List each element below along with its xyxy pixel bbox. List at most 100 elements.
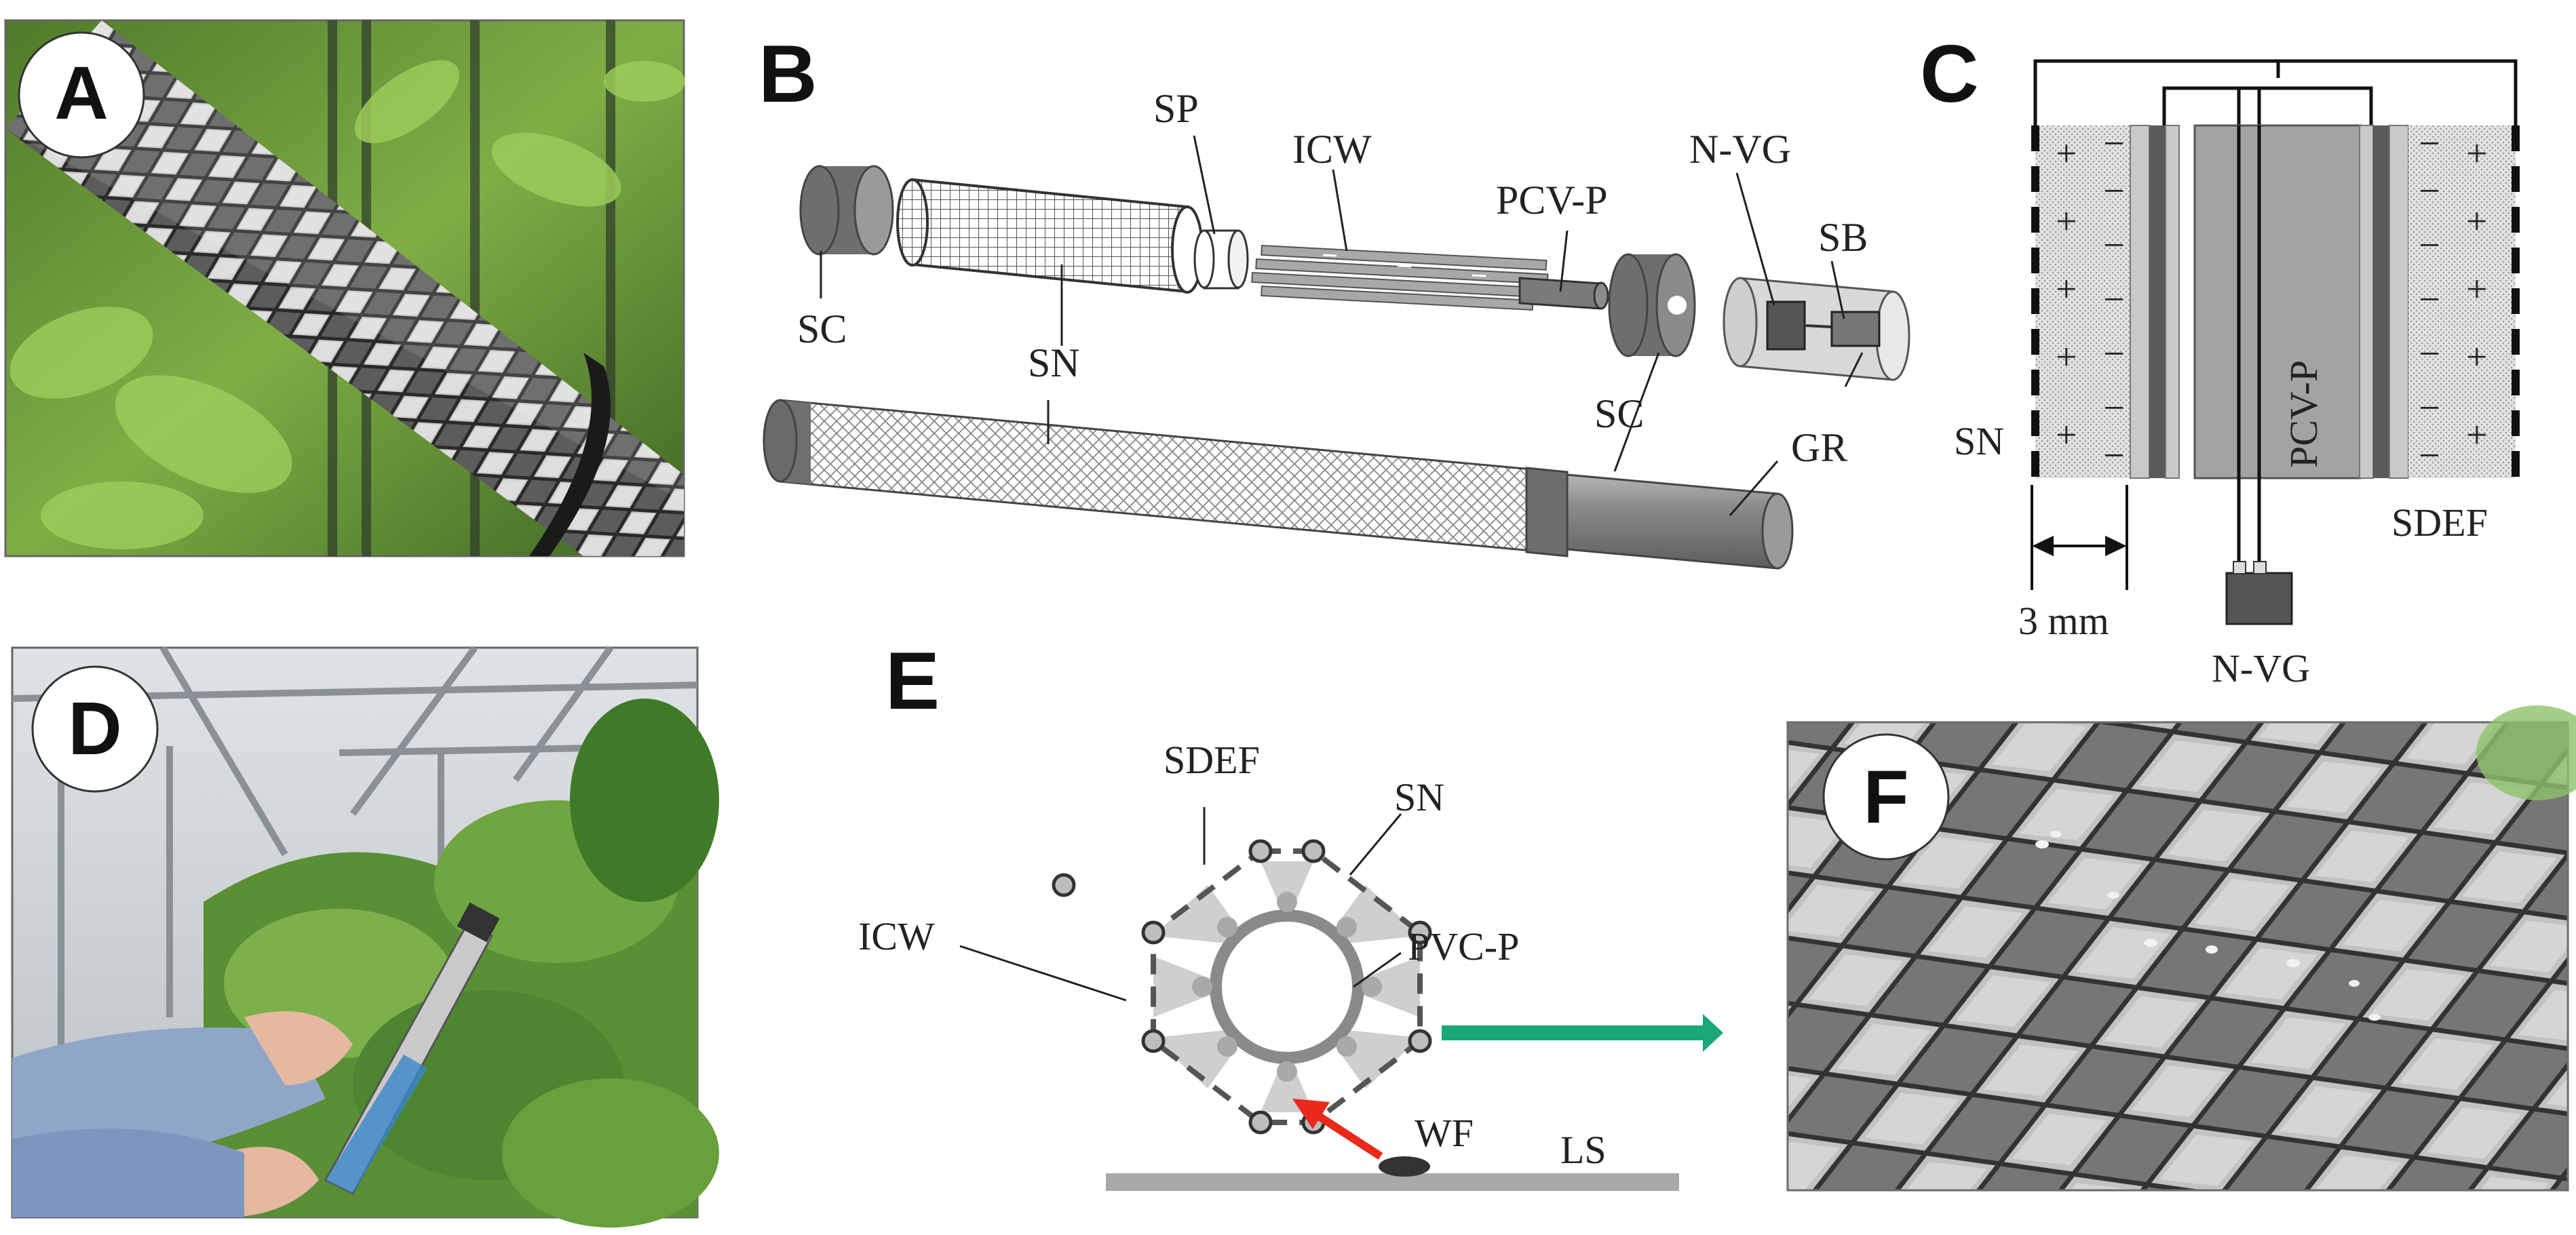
label-n-vg: N-VG [1689,127,1791,172]
voltage-generator-box [2225,572,2293,625]
svg-text:−: − [2419,435,2440,477]
panel-b: B [758,28,1910,570]
label-sn: SN [1028,340,1080,385]
label-e-wf: WF [1415,1111,1474,1155]
label-c-pcv-p: PCV-P [2282,360,2326,468]
label-sp: SP [1153,86,1199,131]
panel-b-labels: SP ICW PCV-P N-VG SB SC SN SC GR [797,86,1868,470]
label-sc-left: SC [797,307,847,351]
svg-text:−: − [2419,170,2440,212]
panel-e-labels: SDEF SN ICW PVC-P WF LS [858,738,1607,1172]
cable-tie [529,353,611,556]
sdef-field-right [2408,125,2516,478]
stopper-part [1193,229,1249,290]
label-gr: GR [1791,425,1847,470]
panel-a-letter: A [54,52,108,135]
svg-text:+: + [2466,269,2488,311]
charges-right: − − − − − − − + + + + + [2419,123,2488,477]
panel-e: E [858,635,1723,1191]
label-icw: ICW [1292,127,1372,172]
electrode-right-core [2373,125,2389,478]
pvc-pipe-part [1518,277,1609,310]
insulated-copper-wires [1251,244,1549,311]
assembled-screen-tube [763,399,1794,570]
label-c-nvg: N-VG [2212,646,2310,690]
svg-text:+: + [2466,414,2488,456]
label-e-sdef: SDEF [1164,738,1260,782]
svg-text:+: + [2056,201,2077,243]
electrode-right-inner [2359,125,2374,479]
panel-f: F [1786,705,2576,1192]
label-e-ls: LS [1560,1128,1607,1172]
svg-text:+: + [2056,269,2077,311]
insulated-wires-ring [1192,892,1382,1082]
electrode-left-core [2149,125,2166,478]
svg-text:−: − [2103,435,2125,477]
trapped-whiteflies [2035,831,2381,1021]
switch-battery-block [1830,311,1881,347]
transition-arrow [1442,1014,1723,1052]
label-pcv-p: PCV-P [1496,178,1608,222]
svg-text:−: − [2103,170,2125,212]
svg-text:+: + [2056,336,2077,378]
panel-a: A [4,19,685,557]
svg-text:−: − [2103,224,2125,267]
screen-cap-right [1608,253,1696,357]
charges-left: + + + + + − − − − − − − [2056,123,2125,477]
panel-a-label-badge [18,31,145,159]
label-e-sn: SN [1394,775,1444,819]
pvc-pipe-core [2193,124,2362,479]
svg-text:+: + [2466,336,2488,378]
attraction-arrow [1292,1099,1383,1160]
svg-text:−: − [2419,387,2440,429]
svg-text:−: − [2103,333,2125,375]
panel-e-leaders [959,807,1402,1002]
svg-text:+: + [2466,201,2488,243]
dimension-marker [2031,485,2128,590]
svg-text:−: − [2419,224,2440,267]
label-e-icw: ICW [858,914,935,958]
panel-c-letter: C [1920,28,1979,119]
label-sc-right: SC [1594,391,1644,436]
octagon-vertices [1052,839,1432,1135]
electrode-left-inner [2165,125,2180,479]
panel-c: C + [1920,28,2520,690]
panel-d-label-badge [31,665,159,793]
handheld-device [324,902,500,1195]
svg-text:+: + [2056,133,2077,175]
person-arm [12,1011,353,1217]
label-sb: SB [1818,215,1868,260]
panel-b-letter: B [758,28,818,119]
screen-cylinder-photo [5,20,684,556]
panel-d: D [11,646,719,1228]
leaf-surface [1106,1173,1679,1191]
leaf-shapes [9,60,685,549]
pvc-pipe-ring [1210,909,1364,1064]
voltage-generator-block [1766,300,1806,351]
generator-leads [2237,125,2261,563]
grip-housing [1723,277,1910,381]
screen-net-tube [896,178,1204,294]
whitefly [1379,1156,1430,1177]
svg-text:−: − [2103,279,2125,321]
panel-f-photo [1786,721,2569,1192]
electrode-left-outer [2130,125,2150,479]
sdef-field-left [2035,125,2130,478]
panel-f-label-badge [1822,733,1950,861]
electrode-right-outer [2389,125,2409,479]
label-c-sn: SN [1954,419,2004,463]
screen-cap-left [799,165,894,256]
panel-b-leaders [820,135,1864,516]
panel-e-letter: E [885,635,940,726]
svg-text:+: + [2056,414,2077,456]
svg-text:−: − [2419,123,2440,165]
svg-text:−: − [2103,387,2125,429]
label-dimension: 3 mm [2018,599,2109,643]
panel-f-letter: F [1863,756,1908,839]
svg-text:−: − [2103,123,2125,165]
svg-text:+: + [2466,133,2488,175]
svg-text:−: − [2419,279,2440,321]
label-e-pvc-p: PVC-P [1408,924,1519,968]
panel-d-letter: D [68,687,121,770]
